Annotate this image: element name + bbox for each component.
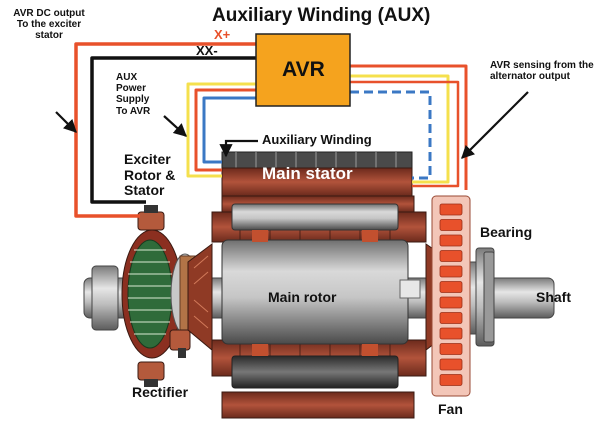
label-rectifier: Rectifier bbox=[132, 384, 189, 400]
fan-blade bbox=[439, 312, 463, 324]
label-avr-dc-output: AVR DC output To the exciter stator bbox=[13, 8, 85, 42]
label-fan: Fan bbox=[438, 401, 463, 417]
fan-blade bbox=[439, 327, 463, 340]
fan-blade bbox=[439, 219, 463, 231]
blue-dashed-wire bbox=[350, 90, 432, 180]
label-main-stator: Main stator bbox=[262, 164, 353, 183]
blue-wire bbox=[202, 96, 256, 164]
arrow-avr-sensing bbox=[461, 91, 529, 159]
auxiliary-winding bbox=[221, 151, 413, 197]
label-aux-power-supply: AUX Power Supply To AVR bbox=[116, 72, 151, 117]
fan-blade bbox=[439, 203, 463, 216]
label-shaft: Shaft bbox=[536, 289, 571, 305]
label-avr-sensing: AVR sensing from the alternator output bbox=[490, 60, 594, 83]
fan-blade bbox=[439, 358, 463, 371]
fan-blade bbox=[439, 374, 463, 386]
label-exciter-rotor-stator: Exciter Rotor & Stator bbox=[124, 151, 176, 199]
label-bearing: Bearing bbox=[480, 224, 533, 240]
fan-blade bbox=[439, 281, 463, 293]
black-wire-xx-minus bbox=[90, 56, 256, 204]
fan bbox=[431, 195, 471, 397]
avr-box bbox=[255, 33, 351, 107]
diagram-title: Auxiliary Winding (AUX) bbox=[212, 5, 431, 26]
wiring bbox=[74, 42, 468, 218]
fan-blade bbox=[439, 265, 463, 278]
label-xx-minus: XX- bbox=[196, 43, 218, 58]
arrow-avr-dc-output bbox=[55, 111, 77, 133]
label-avr: AVR bbox=[282, 58, 325, 81]
bearing bbox=[483, 251, 495, 343]
label-auxiliary-winding: Auxiliary Winding bbox=[262, 132, 372, 147]
label-x-plus: X+ bbox=[214, 27, 231, 42]
arrow-aux-power-supply bbox=[163, 115, 187, 137]
fan-blade bbox=[439, 234, 463, 247]
main-rotor bbox=[221, 203, 421, 389]
arrow-auxiliary-winding bbox=[219, 139, 258, 158]
callout-arrows bbox=[55, 91, 529, 159]
fan-blade bbox=[439, 296, 463, 309]
yellow-wire bbox=[350, 74, 450, 184]
fan-blade bbox=[439, 250, 463, 262]
fan-blade bbox=[439, 343, 463, 355]
rectifier bbox=[169, 329, 191, 358]
label-main-rotor: Main rotor bbox=[268, 289, 337, 305]
